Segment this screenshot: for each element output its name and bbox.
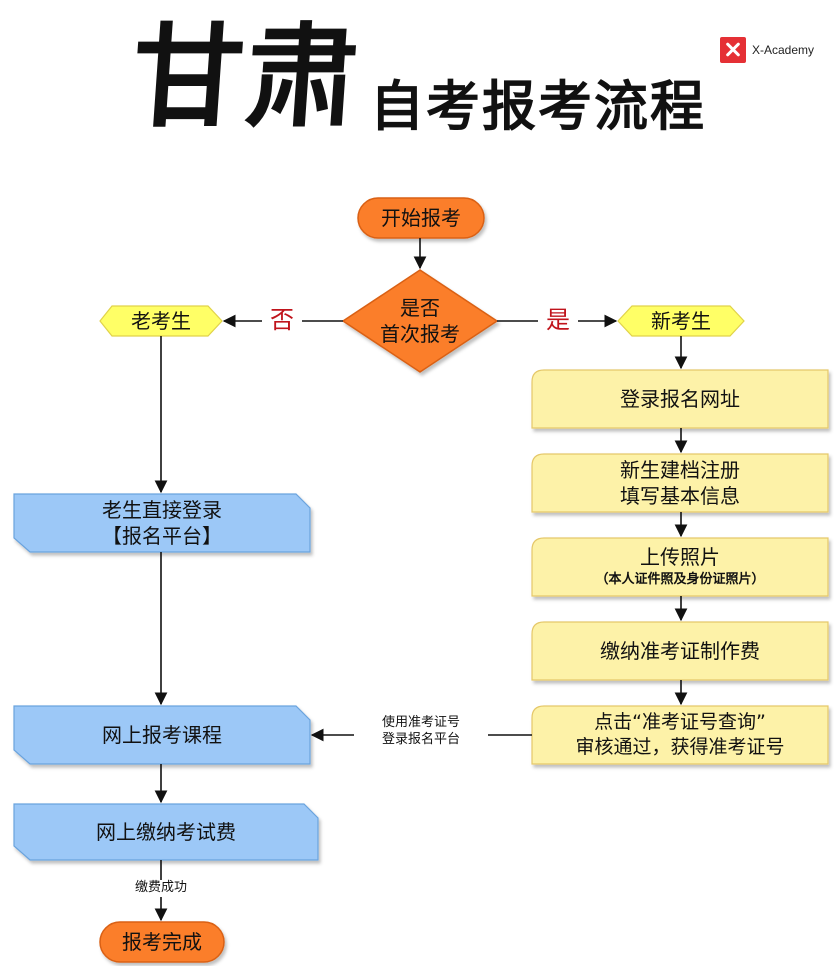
node-decision-shape [341, 269, 499, 373]
node-pay-exam-fee-shape [13, 803, 319, 861]
edge-label-use-card: 使用准考证号 登录报名平台 [354, 715, 488, 749]
edge-label-pay-success: 缴费成功 [116, 880, 206, 897]
edge-label-use-card-line2: 登录报名平台 [381, 731, 460, 747]
edge-label-use-card-line1: 使用准考证号 [381, 715, 460, 730]
node-register-shape [531, 453, 829, 513]
title-process: 自考报考流程 [370, 75, 706, 138]
edge-label-no: 否 [262, 305, 302, 337]
brand-name: X-Academy [752, 43, 815, 57]
node-old-student-shape [99, 305, 223, 337]
x-academy-logo-icon [720, 37, 746, 63]
node-query-card-shape [531, 705, 829, 765]
node-upload-photo-shape [531, 537, 829, 597]
node-online-course-shape [13, 705, 311, 765]
node-pay-card-fee-shape [531, 621, 829, 681]
brand: X-Academy [720, 36, 814, 64]
node-login-site-shape [531, 369, 829, 429]
node-start-shape [357, 197, 485, 239]
node-done-shape [99, 921, 225, 963]
node-old-login-shape [13, 493, 311, 553]
node-new-student-shape [617, 305, 745, 337]
edge-label-yes: 是 [538, 305, 578, 337]
